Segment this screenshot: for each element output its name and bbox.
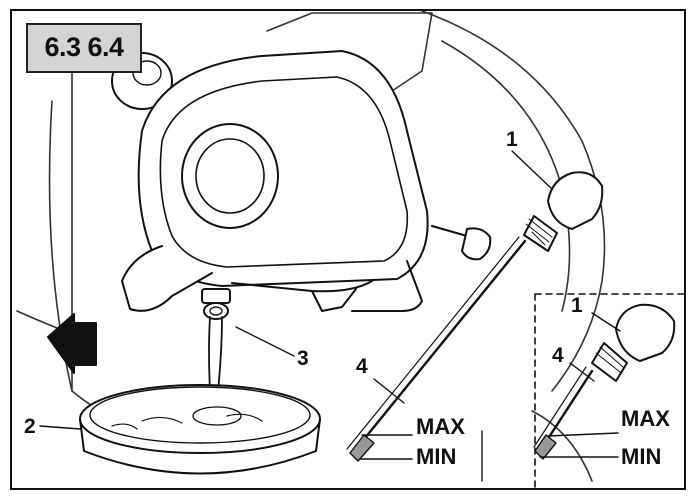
callout-1-inset-dipstick: 1 <box>571 294 583 317</box>
diagram-frame: 6.3 6.4 1 2 3 4 1 4 MAX MIN MAX MIN <box>10 9 686 490</box>
callout-1-dipstick: 1 <box>506 128 518 151</box>
dipstick-inset <box>533 303 676 460</box>
callout-2-drain-pan: 2 <box>24 415 36 438</box>
callout-4-inset-rod: 4 <box>552 344 564 367</box>
oil-drain-plug <box>201 288 231 320</box>
direction-arrow-icon <box>47 313 97 374</box>
max-marking-main: MAX <box>416 414 465 439</box>
min-marking-main: MIN <box>416 444 457 469</box>
dipstick-main <box>346 171 604 462</box>
drain-pan <box>79 384 321 475</box>
cap-knob <box>111 52 173 110</box>
callout-3-drain-plug: 3 <box>297 347 309 370</box>
engine-shroud <box>137 50 429 287</box>
engine-oil-illustration <box>16 11 684 488</box>
callout-4-dipstick-rod: 4 <box>356 355 368 378</box>
inset-divider <box>534 293 684 488</box>
max-marking-inset: MAX <box>621 406 670 431</box>
callout-leader-lines <box>39 150 621 460</box>
section-label: 6.3 6.4 <box>26 23 142 73</box>
min-marking-inset: MIN <box>621 444 662 469</box>
engine-lower-block <box>121 245 423 312</box>
engine-side-fitting <box>431 225 492 261</box>
